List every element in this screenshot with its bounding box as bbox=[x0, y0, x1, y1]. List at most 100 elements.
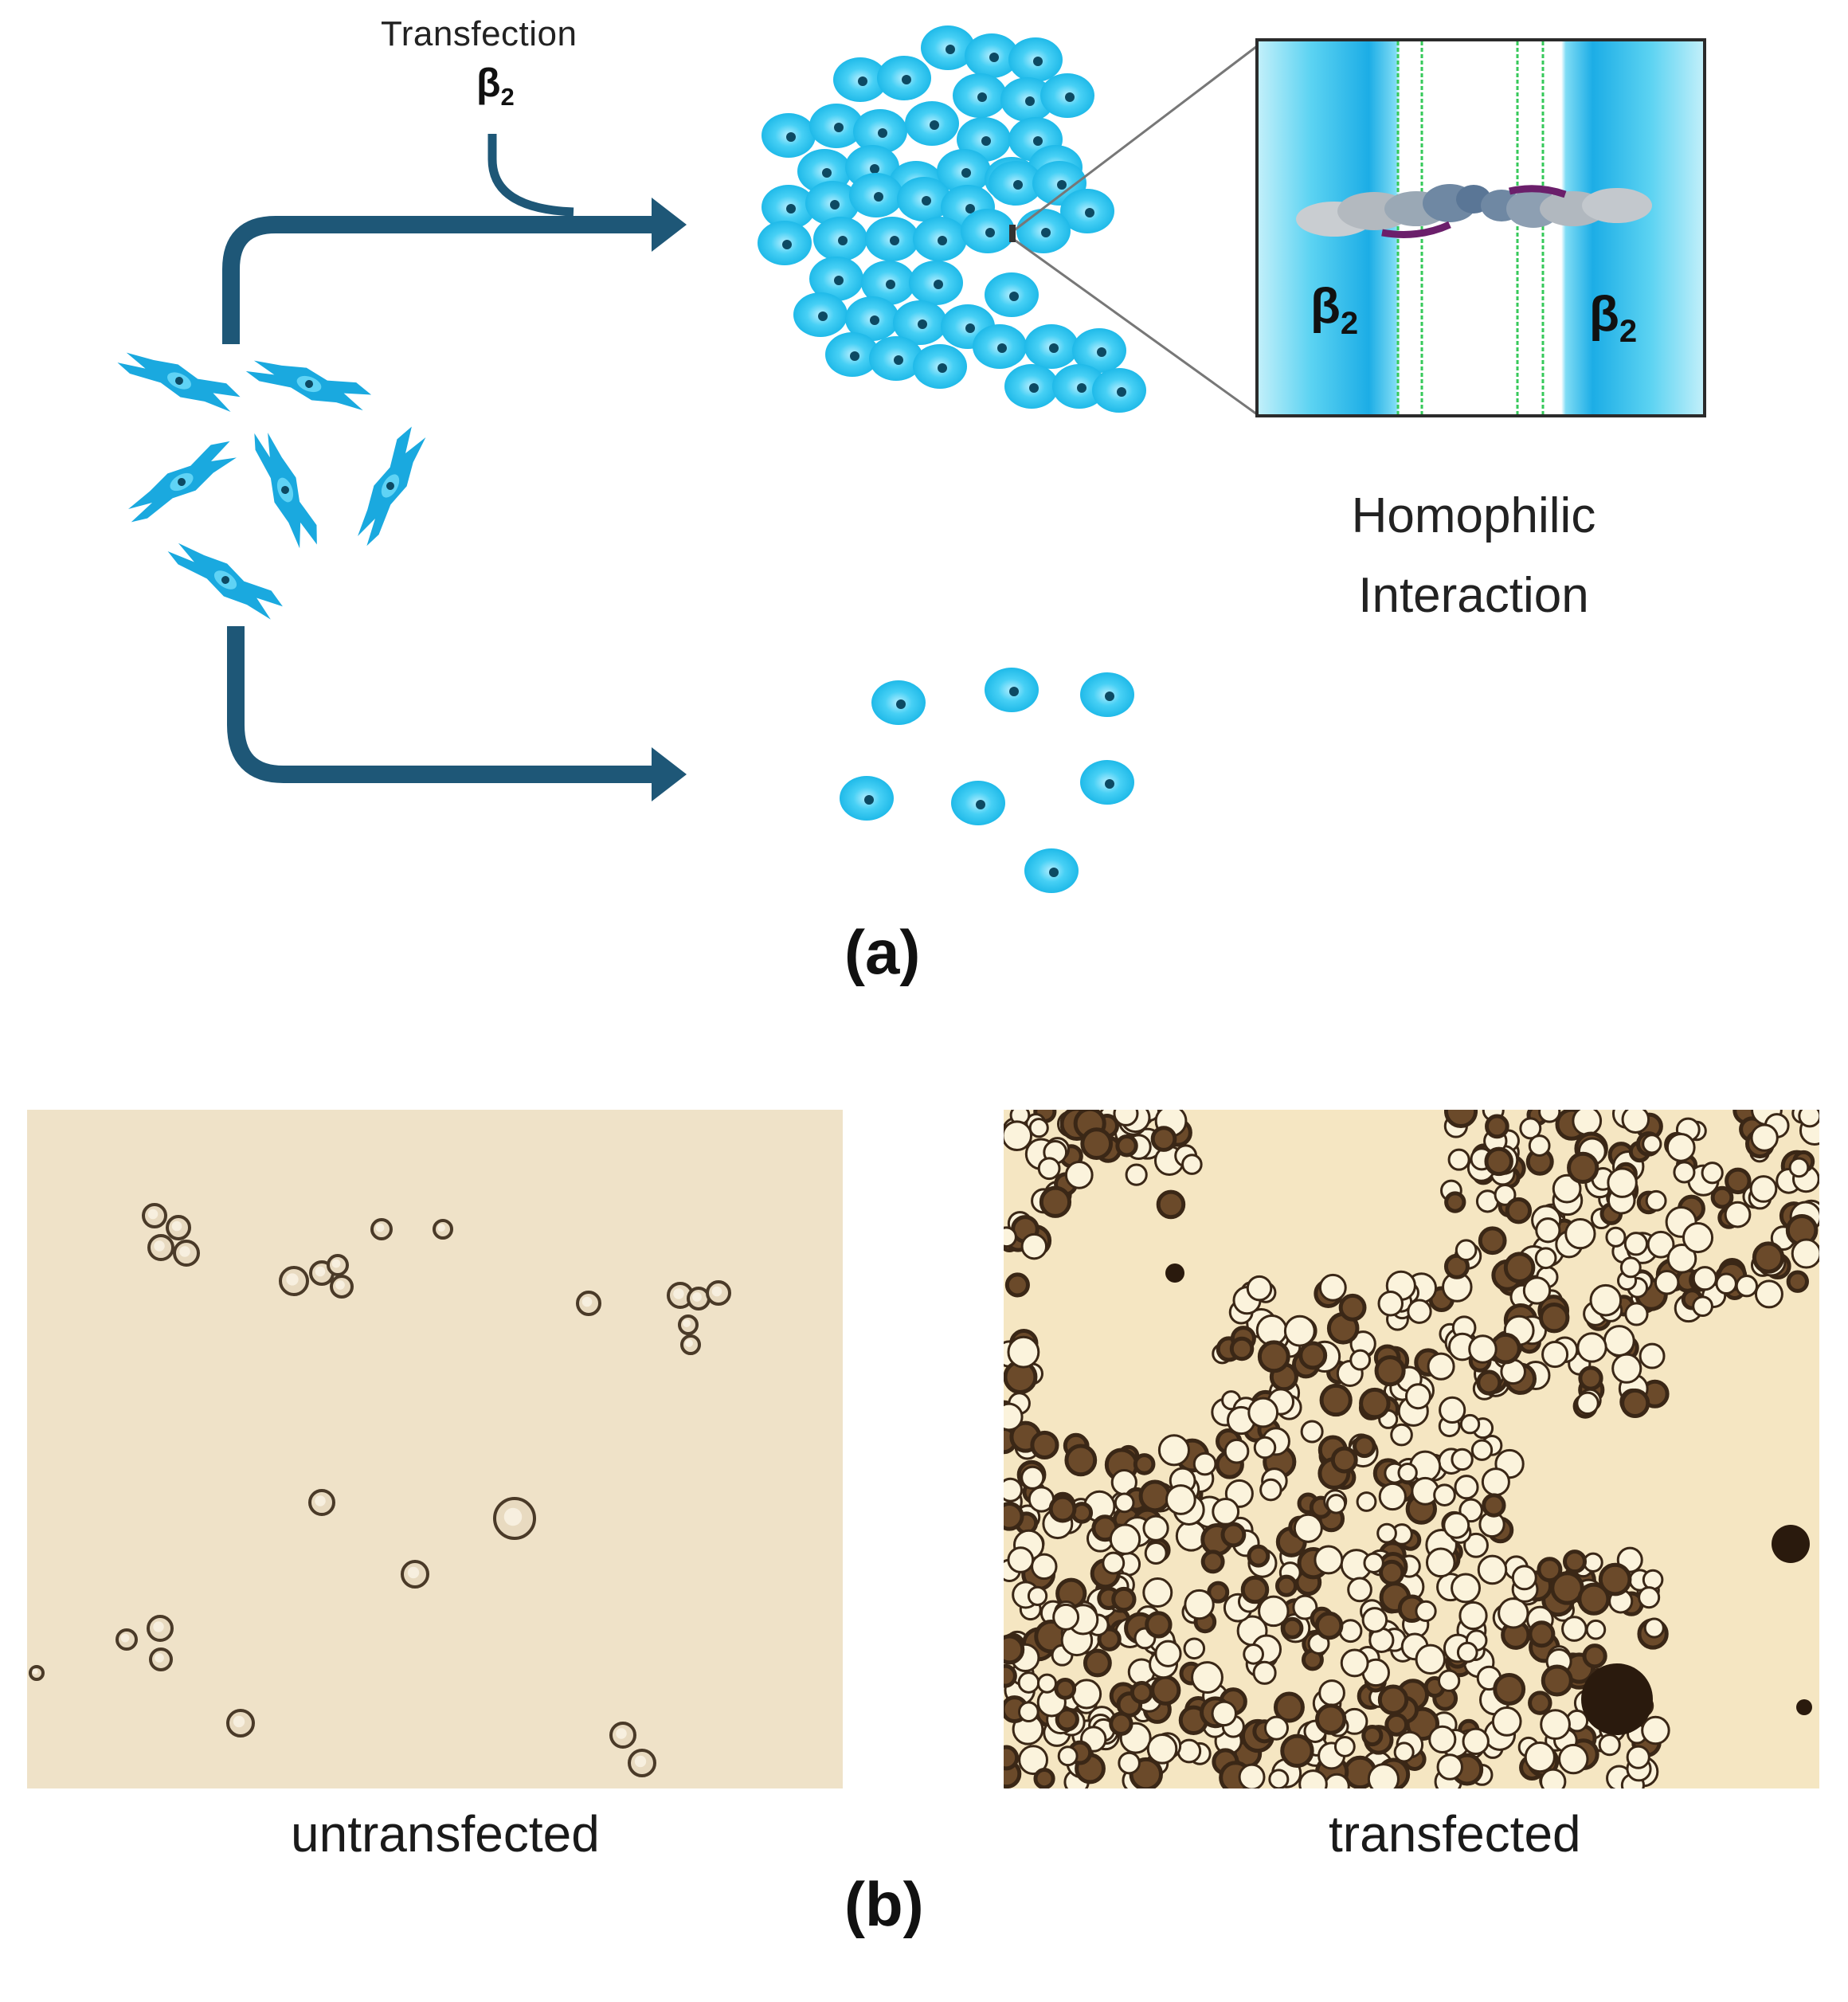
clustered-cell bbox=[909, 261, 963, 305]
micro-cell bbox=[1240, 1575, 1270, 1604]
micro-cell bbox=[1638, 1586, 1661, 1609]
micro-cell bbox=[1572, 1110, 1603, 1136]
lower-arrowhead bbox=[652, 747, 687, 801]
micro-cell bbox=[1578, 1365, 1603, 1391]
clustered-cell bbox=[1072, 328, 1126, 373]
micro-cell bbox=[678, 1314, 699, 1335]
inset-beta-right: β2 bbox=[1589, 287, 1637, 349]
micro-cell bbox=[1102, 1551, 1126, 1575]
micro-cell bbox=[1361, 1607, 1388, 1633]
micro-cell bbox=[1455, 1239, 1478, 1262]
micro-cell bbox=[1598, 1734, 1621, 1757]
clustered-cell bbox=[1052, 364, 1106, 409]
micro-cell bbox=[1292, 1594, 1318, 1620]
micro-cell bbox=[1211, 1700, 1237, 1727]
micro-cell bbox=[1540, 1709, 1571, 1741]
micro-cell bbox=[1133, 1453, 1156, 1475]
micro-cell bbox=[1576, 1391, 1599, 1416]
panel-b-label: (b) bbox=[844, 1869, 924, 1939]
homophilic-line2: Interaction bbox=[1358, 568, 1589, 623]
micro-cell bbox=[1200, 1549, 1225, 1574]
lower-arrow bbox=[227, 626, 653, 783]
micro-cell bbox=[1247, 1397, 1279, 1428]
membrane-left bbox=[1396, 41, 1423, 414]
micro-cell bbox=[1541, 1341, 1569, 1369]
micro-cell bbox=[1481, 1467, 1510, 1497]
micro-cell bbox=[29, 1665, 45, 1681]
micro-cell bbox=[1750, 1123, 1779, 1152]
micro-cell bbox=[1374, 1355, 1406, 1387]
micro-cell bbox=[1425, 1547, 1456, 1578]
micro-cell bbox=[1528, 1620, 1556, 1648]
micro-cell bbox=[1004, 1502, 1024, 1531]
micro-cell bbox=[1710, 1185, 1734, 1209]
micro-cell bbox=[1378, 1482, 1407, 1511]
micro-cell bbox=[1788, 1157, 1810, 1178]
micro-cell bbox=[1433, 1483, 1456, 1506]
micro-cell bbox=[1427, 1352, 1455, 1381]
micro-cell bbox=[147, 1615, 174, 1642]
micro-cell bbox=[1537, 1557, 1563, 1583]
micro-cell bbox=[1451, 1448, 1474, 1471]
micro-cell bbox=[1538, 1303, 1570, 1334]
micro-cell bbox=[1243, 1643, 1264, 1665]
micro-cell bbox=[1349, 1349, 1372, 1371]
micro-cell bbox=[1018, 1745, 1048, 1776]
micro-cell bbox=[1478, 1226, 1507, 1256]
micro-cell bbox=[1505, 1197, 1533, 1224]
transfected-micrograph bbox=[1004, 1110, 1819, 1788]
clustered-cell bbox=[1040, 73, 1094, 118]
clustered-cell bbox=[793, 292, 848, 337]
micro-cell bbox=[1281, 1616, 1304, 1640]
micro-cell bbox=[1157, 1434, 1191, 1467]
clustered-cell bbox=[1092, 368, 1146, 413]
micro-cell bbox=[1415, 1644, 1447, 1675]
micro-cell bbox=[1577, 1582, 1611, 1616]
micro-cell bbox=[1528, 1134, 1551, 1157]
micro-cell bbox=[1534, 1247, 1557, 1270]
untransfected-caption: untransfected bbox=[291, 1805, 600, 1863]
scattered-cell bbox=[1024, 848, 1079, 893]
micro-cell bbox=[1673, 1161, 1696, 1184]
micro-cell bbox=[1145, 1611, 1173, 1639]
transfected-caption: transfected bbox=[1329, 1805, 1581, 1863]
homophilic-interaction-label: Homophilic Interaction bbox=[1306, 476, 1641, 636]
micro-cell bbox=[1692, 1295, 1713, 1318]
micro-cell bbox=[1144, 1542, 1168, 1565]
clustered-cell bbox=[833, 57, 887, 102]
clustered-cell bbox=[965, 33, 1019, 78]
micro-cell bbox=[1491, 1706, 1522, 1737]
micro-cell bbox=[1715, 1272, 1737, 1295]
clustered-cell bbox=[877, 56, 931, 100]
micro-cell bbox=[147, 1234, 174, 1261]
micro-cell bbox=[1522, 1276, 1552, 1305]
micro-cell bbox=[1259, 1478, 1282, 1502]
clustered-cell bbox=[1016, 209, 1071, 253]
zoom-line-bottom bbox=[1012, 237, 1258, 416]
micro-cell bbox=[1165, 1484, 1196, 1515]
micro-cell bbox=[1192, 1452, 1217, 1476]
micro-cell bbox=[576, 1291, 601, 1316]
micro-cell bbox=[1603, 1325, 1635, 1358]
untransfected-image bbox=[27, 1110, 843, 1788]
micro-cell bbox=[1057, 1745, 1079, 1767]
micro-cell bbox=[1620, 1388, 1650, 1419]
spindle-cell bbox=[358, 426, 426, 547]
micro-cell bbox=[609, 1722, 636, 1749]
micro-cell bbox=[173, 1240, 200, 1267]
micro-cell bbox=[1004, 1402, 1024, 1432]
micro-cell bbox=[1540, 1768, 1567, 1788]
micro-cell bbox=[401, 1560, 429, 1589]
micro-cell bbox=[1125, 1163, 1148, 1186]
micro-cell bbox=[1376, 1522, 1397, 1544]
spindle-cell bbox=[117, 352, 241, 412]
spindle-cell bbox=[245, 360, 372, 411]
micro-cell bbox=[1138, 1479, 1172, 1513]
micro-cell bbox=[1541, 1664, 1573, 1697]
micro-cell bbox=[1598, 1562, 1632, 1597]
micro-cell bbox=[1379, 1559, 1405, 1586]
micro-cell bbox=[1156, 1189, 1186, 1220]
micro-cell bbox=[1004, 1745, 1020, 1771]
transfection-label: Transfection bbox=[381, 14, 578, 53]
micro-cell bbox=[308, 1489, 335, 1516]
